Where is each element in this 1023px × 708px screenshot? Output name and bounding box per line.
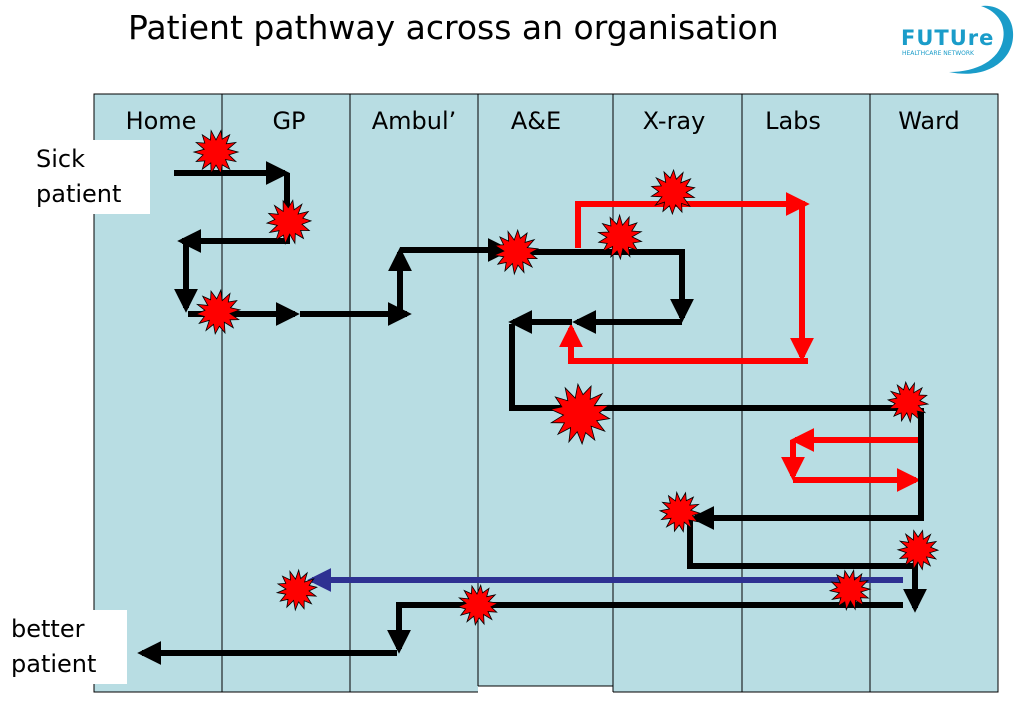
delay-burst xyxy=(650,168,696,216)
end-label-line-1: better xyxy=(11,615,85,643)
column-headers: Home GP Ambul’ A&E X-ray Labs Ward xyxy=(126,107,960,135)
column-xray-label: X-ray xyxy=(643,107,706,135)
delay-burst xyxy=(492,228,540,276)
column-labs-label: Labs xyxy=(765,107,821,135)
future-logo: FUTUre HEALTHCARE NETWORK xyxy=(901,5,1014,74)
delay-burst xyxy=(192,129,240,175)
logo-wordmark: FUTUre xyxy=(901,26,994,50)
delay-burst xyxy=(896,529,940,571)
xray-labs-loop-back xyxy=(559,323,808,364)
delay-burst xyxy=(194,288,242,335)
end-label: better patient xyxy=(5,610,127,684)
start-label: Sick patient xyxy=(30,140,150,214)
column-gp-label: GP xyxy=(272,107,305,135)
lane-notch xyxy=(478,686,613,696)
column-ambulance-label: Ambul’ xyxy=(372,107,457,135)
delay-bursts xyxy=(192,129,940,626)
column-ward-label: Ward xyxy=(898,107,960,135)
column-ae-label: A&E xyxy=(511,107,561,135)
path-ae-down xyxy=(509,324,908,411)
delay-burst xyxy=(828,568,872,611)
patient-path xyxy=(137,161,927,665)
delay-burst xyxy=(597,213,643,261)
delay-burst xyxy=(265,199,313,245)
start-label-line-2: patient xyxy=(36,180,122,208)
delay-burst xyxy=(275,568,318,612)
delay-burst xyxy=(456,583,500,626)
delay-burst xyxy=(658,490,702,533)
path-xray-down xyxy=(687,518,927,613)
xray-labs-loop-out xyxy=(575,192,810,248)
logo-tagline: HEALTHCARE NETWORK xyxy=(902,50,975,57)
start-label-line-1: Sick xyxy=(36,145,85,173)
logo-swoosh xyxy=(949,5,1014,74)
page-title: Patient pathway across an organisation xyxy=(128,8,779,47)
path-ward-down xyxy=(690,408,924,530)
delay-burst xyxy=(549,382,611,446)
column-home-label: Home xyxy=(126,107,197,135)
test-loops xyxy=(559,192,921,492)
path-ae-to-xray xyxy=(510,249,694,323)
path-gp-down xyxy=(177,173,290,253)
end-label-line-2: patient xyxy=(11,650,97,678)
delay-burst xyxy=(886,380,930,424)
path-ward-to-ambulance xyxy=(387,602,903,654)
